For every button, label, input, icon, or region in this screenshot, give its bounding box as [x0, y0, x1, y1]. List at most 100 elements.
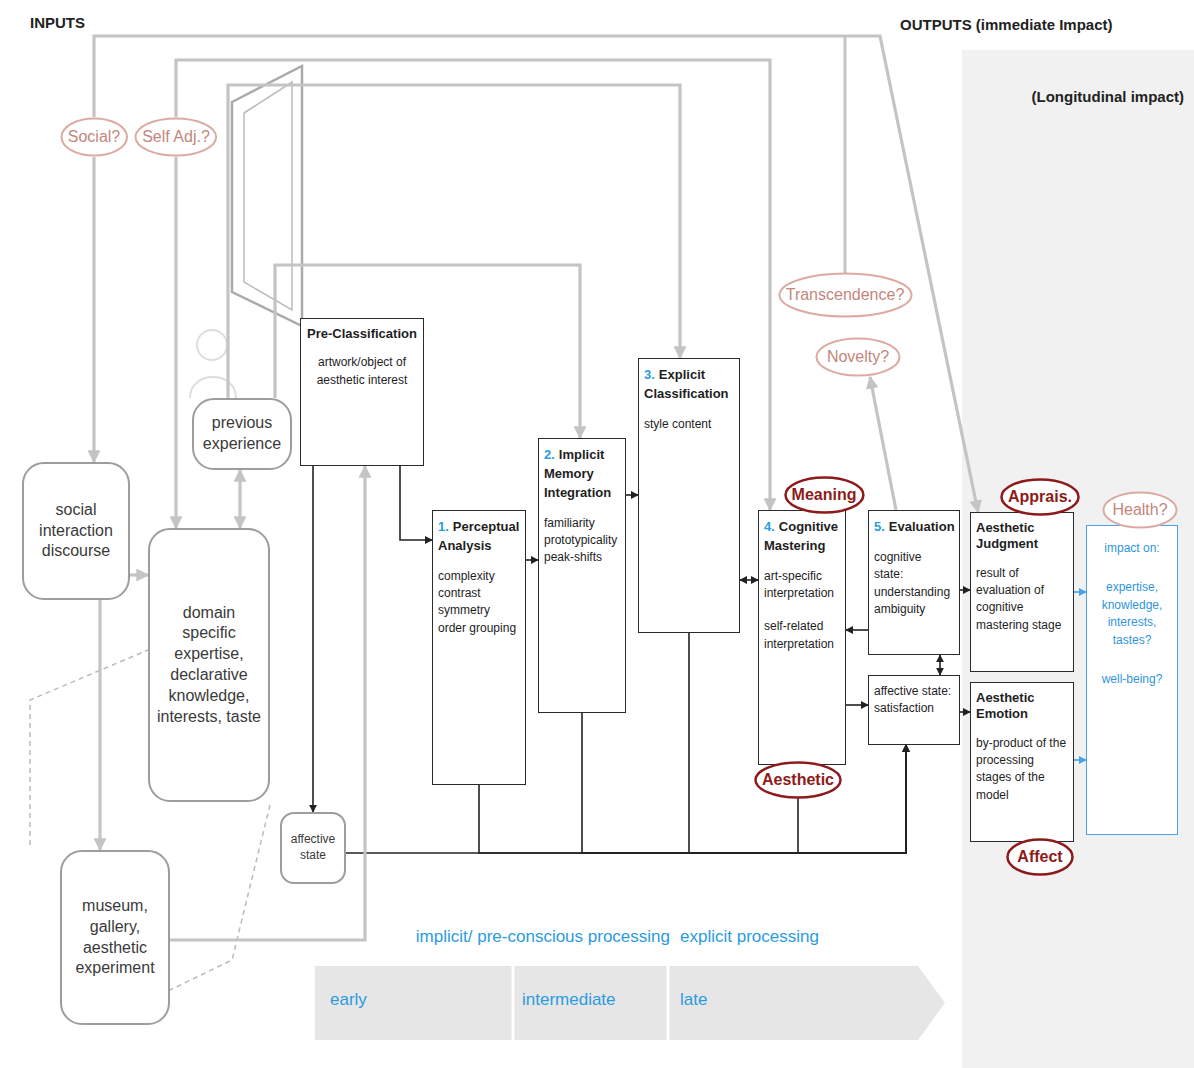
- node-title: 5.: [874, 519, 885, 534]
- connector-arrow: [870, 377, 896, 510]
- input-box: social interaction discourse: [22, 462, 130, 600]
- output-box: Aesthetic Emotion by-product of the proce…: [970, 682, 1074, 842]
- stage-label: late: [680, 990, 707, 1010]
- node-title: museum, gallery, aesthetic experiment: [68, 896, 162, 979]
- connector-arrow: [1074, 759, 1086, 761]
- connector-arrow: [846, 629, 868, 631]
- node-title: affective state: satisfaction: [874, 683, 954, 718]
- ellipse-shape: [61, 119, 126, 156]
- connector-arrow: [740, 579, 758, 581]
- context-boundary: [170, 805, 270, 990]
- input-box: museum, gallery, aesthetic experiment: [60, 850, 170, 1025]
- node-title: Aesthetic Judgment: [976, 520, 1068, 553]
- question-ellipse: Novelty?: [815, 337, 901, 377]
- node-text: style content: [644, 416, 734, 433]
- node-title: Meaning: [792, 486, 857, 504]
- section-title: (Longitudinal impact): [1032, 88, 1184, 105]
- phase-label: explicit processing: [680, 927, 819, 947]
- process-box: 1.Perceptual Analysis complexity contrast…: [432, 510, 526, 785]
- node-title: 2.: [544, 447, 555, 462]
- node-title: social interaction discourse: [30, 500, 122, 562]
- node-text: Cognitive Mastering: [764, 519, 838, 553]
- connector-arrow: [174, 157, 177, 528]
- node-text: artwork/object of aesthetic interest: [306, 354, 418, 389]
- node-text: well-being?: [1092, 671, 1172, 688]
- ellipse-shape: [1104, 493, 1177, 528]
- node-title: affective state: [286, 832, 340, 863]
- node-text: Explicit Classification: [644, 367, 729, 401]
- node-title: Social?: [68, 128, 120, 146]
- aspect-ellipse: Aesthetic: [754, 761, 842, 799]
- node-title: 1.: [438, 519, 449, 534]
- band-divider: [512, 966, 515, 1040]
- node-text: familiarity prototypicality peak-shifts: [544, 515, 620, 567]
- connector-arrow: [238, 470, 241, 528]
- picture-frame: [232, 66, 302, 326]
- connector-arrow: [92, 157, 95, 462]
- node-text: Evaluation: [889, 519, 955, 534]
- node-title: impact on:: [1092, 540, 1172, 557]
- node-text: expertise, knowledge, interests, tastes?: [1092, 579, 1172, 649]
- node-text: by-product of the processing stages of t…: [976, 735, 1068, 805]
- aspect-ellipse: Meaning: [784, 476, 865, 514]
- process-box: 3.Explicit Classification style content: [638, 358, 740, 633]
- connector-arrow: [228, 85, 680, 398]
- ellipse-shape: [1001, 480, 1078, 515]
- section-title: OUTPUTS (immediate Impact): [900, 16, 1113, 33]
- node-title: domain specific expertise, declarative k…: [156, 603, 262, 728]
- ellipse-shape: [779, 274, 911, 317]
- node-text: complexity contrast symmetry order group…: [438, 568, 520, 638]
- aspect-ellipse: Affect: [1006, 838, 1074, 876]
- node-text: cognitive state: understanding ambiguity: [874, 549, 954, 619]
- ellipse-shape: [817, 339, 900, 376]
- process-box: Pre-Classification artwork/object of aest…: [300, 318, 424, 466]
- node-title: Pre-Classification: [306, 326, 418, 342]
- node-title: Aesthetic: [762, 771, 834, 789]
- connector-arrow: [312, 466, 314, 812]
- node-text: art-specific interpretation: [764, 568, 840, 603]
- output-box: Aesthetic Judgment result of evaluation o…: [970, 512, 1074, 672]
- stage-label: intermediate: [522, 990, 616, 1010]
- context-boundary: [30, 650, 148, 845]
- aspect-ellipse: Apprais.: [1000, 478, 1080, 516]
- node-title: Transcendence?: [786, 286, 905, 304]
- connector-arrow: [130, 573, 148, 576]
- section-title: INPUTS: [30, 14, 85, 31]
- processing-band: [315, 966, 945, 1040]
- node-text: Perceptual Analysis: [438, 519, 519, 553]
- process-box: 4.Cognitive Mastering art-specific interp…: [758, 510, 846, 765]
- node-title: 4.: [764, 519, 775, 534]
- node-title: Aesthetic Emotion: [976, 690, 1068, 723]
- input-box: domain specific expertise, declarative k…: [148, 528, 270, 802]
- node-title: Apprais.: [1008, 488, 1072, 506]
- process-box: 5. Evaluation cognitive state: understandi…: [868, 510, 960, 655]
- connector-arrow: [626, 494, 638, 496]
- node-title: Novelty?: [827, 348, 889, 366]
- node-text: self-related interpretation: [764, 618, 840, 653]
- viewer-silhouette: [197, 330, 227, 360]
- input-box: previous experience: [192, 398, 292, 470]
- process-box: 2.Implicit Memory Integrationfamiliarity…: [538, 438, 626, 713]
- question-ellipse: Social?: [60, 117, 128, 157]
- stage-label: early: [330, 990, 367, 1010]
- connector-arrow: [960, 711, 970, 713]
- feedback-line: [844, 36, 847, 280]
- outputs-panel: [962, 50, 1194, 1068]
- connector-arrow: [582, 713, 906, 853]
- node-title: Affect: [1017, 848, 1062, 866]
- phase-label: implicit/ pre-conscious processing: [416, 927, 670, 947]
- connector-arrow: [526, 559, 538, 561]
- state-box: affective state: [280, 812, 346, 884]
- connector-group: [94, 36, 1086, 940]
- connector-arrow: [98, 600, 101, 850]
- ellipse-shape: [785, 478, 863, 513]
- node-title: Self Adj.?: [142, 128, 210, 146]
- ellipse-shape: [136, 119, 217, 156]
- impact-box: impact on: expertise, knowledge, interest…: [1086, 525, 1178, 835]
- node-text: result of evaluation of cognitive master…: [976, 565, 1068, 635]
- question-ellipse: Self Adj.?: [134, 117, 218, 157]
- state-box: affective state: satisfaction: [868, 675, 960, 745]
- node-title: 3.: [644, 367, 655, 382]
